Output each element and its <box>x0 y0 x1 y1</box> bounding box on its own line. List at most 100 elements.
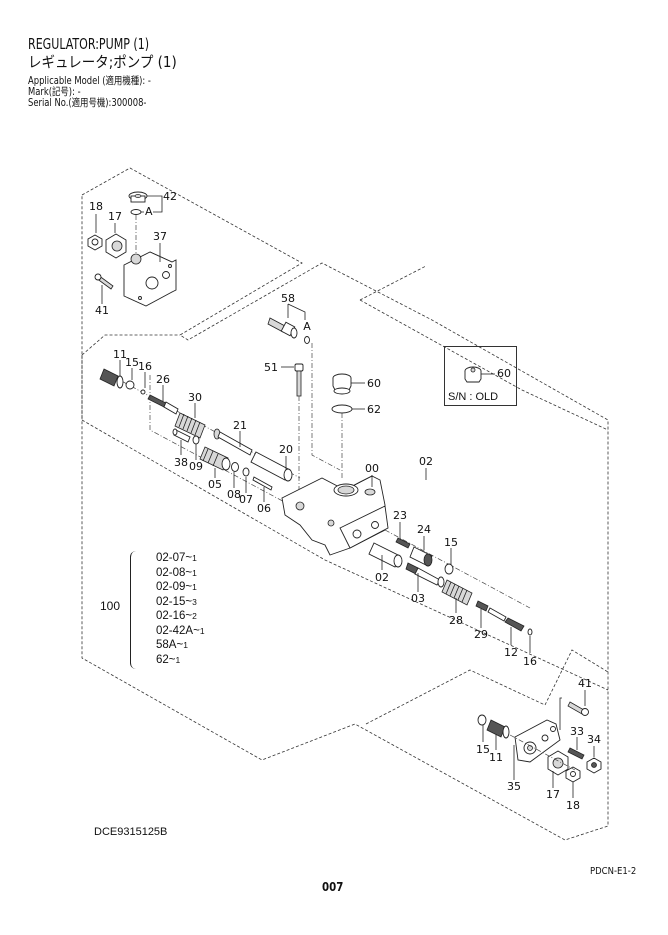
page-title-english: REGULATOR:PUMP (1) <box>28 35 150 53</box>
part-15-oring-left <box>125 380 135 390</box>
callout-18-bottom: 18 <box>566 799 580 812</box>
callout-35: 35 <box>507 780 521 793</box>
part-33-set-screw <box>567 747 585 760</box>
part-62-oring <box>331 404 353 414</box>
callout-26: 26 <box>156 373 170 386</box>
part-16-oring-left <box>140 389 146 395</box>
title-block: REGULATOR:PUMP (1) レギュレータ;ポンプ (1) Applic… <box>28 36 193 109</box>
callout-07: 07 <box>239 493 253 506</box>
part-28-spring <box>441 579 473 606</box>
part-18-nut-bottom <box>565 766 581 783</box>
callout-41-top: 41 <box>95 304 109 317</box>
part-08-oring <box>231 462 239 472</box>
part-29-spring-small <box>475 600 489 612</box>
part-30-spring <box>174 412 206 439</box>
kit-number: 100 <box>100 599 121 613</box>
callout-37: 37 <box>153 230 167 243</box>
callout-38: 38 <box>174 456 188 469</box>
part-06-pin <box>252 476 273 491</box>
callout-02-body: 02 <box>419 455 433 468</box>
part-15-oring-bottom <box>477 714 487 726</box>
drawing-code: DCE9315125B <box>94 826 168 838</box>
kit-item-list: 02-07~1 02-08~1 02-09~1 02-15~3 02-16~2 … <box>156 551 205 667</box>
kit-item: 62~1 <box>156 653 181 666</box>
part-26-stem <box>147 394 179 415</box>
kit-item: 02-42A~1 <box>156 624 205 637</box>
kit-item: 02-09~1 <box>156 581 197 593</box>
inset-callout-60: 60 <box>497 367 511 380</box>
inner-outline-mid <box>359 265 609 431</box>
callout-11-bottom: 11 <box>489 751 503 764</box>
callout-a-top: A <box>145 205 153 218</box>
callout-08: 08 <box>227 488 241 501</box>
callout-12: 12 <box>504 646 518 659</box>
callout-17-bottom: 17 <box>546 788 560 801</box>
part-42a-oring <box>130 209 142 215</box>
callout-23: 23 <box>393 509 407 522</box>
inner-outline-bottom <box>365 649 609 725</box>
body-outline <box>81 334 609 691</box>
kit-item: 02-15~3 <box>156 595 197 608</box>
inset-note: S/N : OLD <box>448 391 499 403</box>
callout-a-mid: A <box>303 320 311 333</box>
part-58-fitting <box>267 317 298 339</box>
page-title-japanese: レギュレータ;ポンプ (1) <box>28 53 177 71</box>
part-51-bolt <box>294 363 304 397</box>
part-21-rod <box>213 428 253 456</box>
inset-plug-drawing <box>464 366 495 383</box>
part-18-nut <box>87 234 103 251</box>
callout-60: 60 <box>367 377 381 390</box>
callout-02-sleeve: 02 <box>375 571 389 584</box>
callout-34: 34 <box>587 733 601 746</box>
part-60-plug <box>332 373 352 395</box>
leader-42 <box>141 195 163 213</box>
callout-15-left: 15 <box>125 356 139 369</box>
callout-29: 29 <box>474 628 488 641</box>
callout-18-top: 18 <box>89 200 103 213</box>
part-34-nut <box>586 757 602 774</box>
callout-58: 58 <box>281 292 295 305</box>
callout-03: 03 <box>411 592 425 605</box>
part-24-cap <box>409 546 433 567</box>
kit-item: 02-07~1 <box>156 552 197 564</box>
kit-item: 02-16~2 <box>156 610 197 622</box>
part-20-sleeve <box>250 451 293 482</box>
mark: Mark(記号): - <box>28 86 81 98</box>
callout-16-right: 16 <box>523 655 537 668</box>
applicable-model: Applicable Model (適用機種): - <box>28 75 151 87</box>
part-03-spool <box>405 562 445 588</box>
callout-33: 33 <box>570 725 584 738</box>
callout-41-bottom: 41 <box>578 677 592 690</box>
part-41-bolt-bottom <box>567 701 589 716</box>
callout-09: 09 <box>189 460 203 473</box>
kit-brace <box>130 551 139 669</box>
section-code: PDCN-E1-2 <box>590 866 637 877</box>
callout-11-left: 11 <box>113 348 127 361</box>
part-41-bolt-top <box>94 273 114 290</box>
callout-28: 28 <box>449 614 463 627</box>
part-38-pin <box>172 428 191 443</box>
callout-42: 42 <box>163 190 177 203</box>
kit-item: 02-08~1 <box>156 566 197 579</box>
part-58a-oring <box>304 336 310 344</box>
callout-17-top: 17 <box>108 210 122 223</box>
part-37-cover <box>123 251 177 307</box>
page-number: 007 <box>322 880 344 894</box>
callout-15-bottom: 15 <box>476 743 490 756</box>
assembly-outline <box>81 167 609 841</box>
callout-21: 21 <box>233 419 247 432</box>
part-11-plug-bottom <box>486 719 510 739</box>
part-02-spool-sleeve <box>368 542 403 568</box>
part-16-oring-right <box>527 628 533 636</box>
callout-30: 30 <box>188 391 202 404</box>
part-42-plug <box>128 191 148 203</box>
part-15-oring-right <box>444 563 454 575</box>
part-17-lock-nut <box>105 233 127 259</box>
part-09-oring <box>192 435 200 445</box>
kit-item: 58A~1 <box>156 639 188 651</box>
callout-51: 51 <box>264 361 278 374</box>
callout-05: 05 <box>208 478 222 491</box>
inset-old-serial: 60 S/N : OLD <box>444 346 517 406</box>
part-05-piston <box>199 446 231 471</box>
